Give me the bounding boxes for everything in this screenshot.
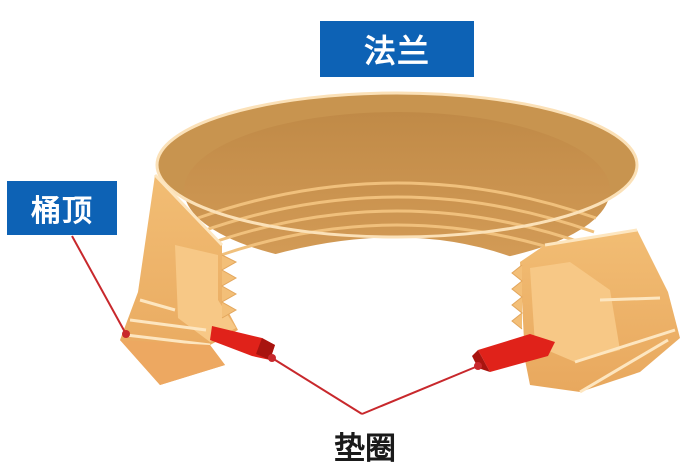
dot-gasket-left xyxy=(268,354,276,362)
leader-lines xyxy=(71,235,479,415)
left-drum-lip xyxy=(120,340,225,385)
drum-top-label: 桶顶 xyxy=(7,181,117,235)
gasket-right-end xyxy=(472,350,490,372)
left-section xyxy=(120,173,238,385)
flange-rim-edge xyxy=(155,91,639,239)
left-section-highlight xyxy=(125,173,224,347)
right-thread-teeth xyxy=(511,264,523,330)
leader-gasket-right xyxy=(361,365,479,415)
right-section-highlight xyxy=(544,228,676,394)
dot-gasket-right xyxy=(474,362,482,370)
leader-gasket-left xyxy=(271,357,363,415)
gasket-right xyxy=(472,334,555,372)
gasket-right-body xyxy=(478,334,555,372)
left-section-inner xyxy=(175,245,236,342)
gasket-label: 垫圈 xyxy=(334,430,396,467)
left-thread-teeth xyxy=(220,254,238,319)
flange-label: 法兰 xyxy=(320,21,474,77)
flange-ring xyxy=(155,91,639,400)
flange-threads xyxy=(197,181,597,262)
right-section-inner xyxy=(530,262,620,362)
flange-opening xyxy=(230,237,525,400)
dot-drumtop xyxy=(122,330,130,338)
right-section xyxy=(511,228,680,394)
leader-dots xyxy=(122,330,482,370)
leader-drumtop xyxy=(71,235,127,335)
